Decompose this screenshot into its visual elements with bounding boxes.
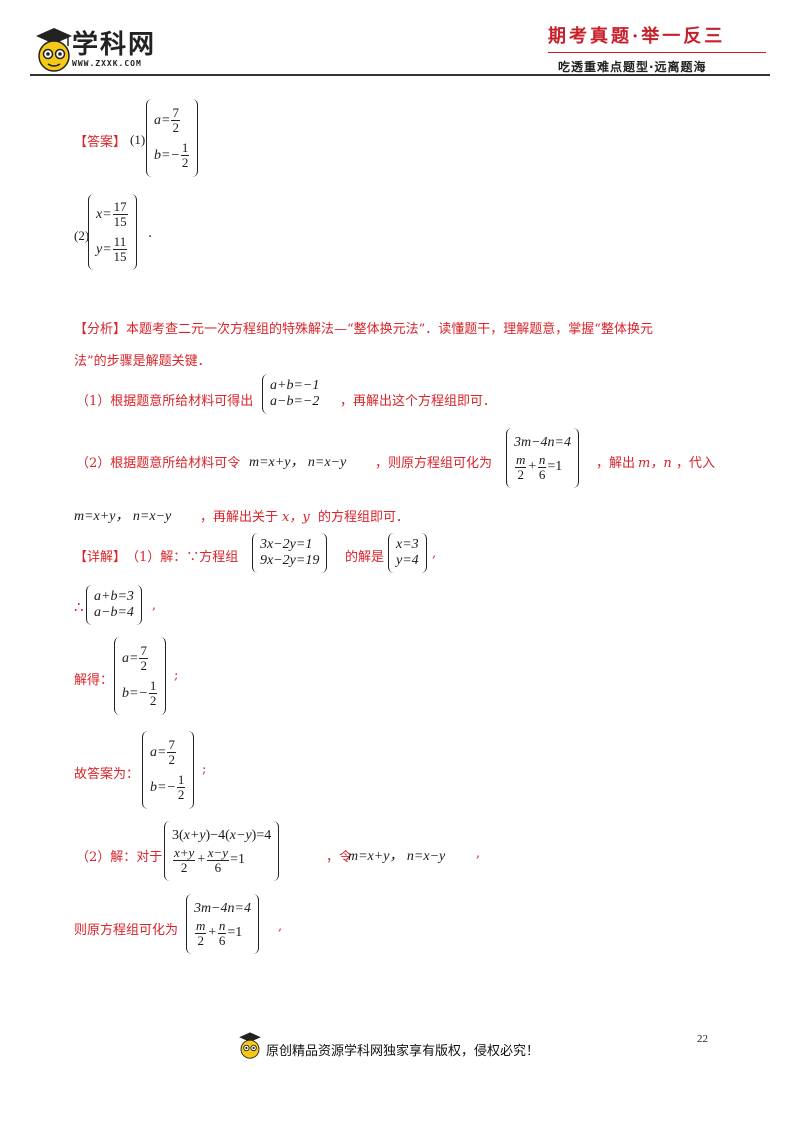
- owl-mascot-icon: [36, 28, 72, 72]
- page-number: 22: [697, 1033, 708, 1045]
- analysis-step2-pre: （2）根据题意所给材料可令: [76, 456, 241, 471]
- semicolon: ;: [202, 762, 207, 777]
- analysis-step3-end: 的方程组即可．: [318, 510, 410, 525]
- site-logo-text: 学科网: [72, 30, 157, 60]
- detail-solution-system: x=3 y=4: [388, 533, 427, 573]
- detail-ab-system: a+b=3 a−b=4: [86, 585, 142, 625]
- comma: ,: [152, 598, 157, 613]
- detail-tag: 【详解】: [74, 550, 127, 565]
- answer-part1-label: (1): [130, 132, 146, 147]
- slogan-rule: [548, 52, 766, 53]
- analysis-step1-pre: （1）根据题意所给材料可得出: [76, 394, 254, 409]
- analysis-step1-system: a+b=−1 a−b=−2: [262, 374, 321, 414]
- answer-label: 故答案为：: [74, 767, 140, 782]
- analysis-step3-post: ，再解出关于: [200, 510, 279, 525]
- answer-part2-label: (2): [74, 228, 90, 243]
- analysis-step3-vars: x，y: [282, 510, 310, 525]
- analysis-line2: 法”的步骤是解题关键．: [74, 354, 211, 369]
- detail-given-system: 3x−2y=1 9x−2y=19: [252, 533, 328, 573]
- detail-p1-mid: 的解是: [345, 550, 385, 565]
- solve-label: 解得：: [74, 673, 114, 688]
- analysis-step2-post: ，解出: [596, 456, 636, 471]
- answer-period: .: [148, 226, 153, 241]
- header-divider: [30, 74, 770, 76]
- analysis-step2-mid: ，则原方程组可化为: [375, 456, 493, 471]
- analysis-tag: 【分析】: [74, 322, 127, 337]
- copyright-notice: 原创精品资源学科网独家享有版权，侵权必究！: [266, 1044, 540, 1059]
- detail-p2-sub: m=x+y， n=x−y: [348, 849, 446, 864]
- slogan-sub: 吃透重难点题型·远离题海: [558, 60, 707, 74]
- owl-mascot-icon: [239, 1032, 261, 1059]
- analysis-line1: 本题考查二元一次方程组的特殊解法—“整体换元法”．读懂题干，理解题意，掌握“整体…: [126, 322, 653, 337]
- detail-p2-pre: （2）解：对于: [76, 850, 163, 865]
- analysis-step2-end: ，代入: [676, 456, 716, 471]
- detail-p1-pre: （1）解：∵方程组: [126, 550, 239, 565]
- comma: ,: [278, 919, 283, 934]
- semicolon: ;: [174, 668, 179, 683]
- slogan-main: 期考真题·举一反三: [548, 26, 726, 47]
- comma: ,: [432, 546, 437, 561]
- transformed-label: 则原方程组可化为: [74, 923, 179, 938]
- analysis-step2-vars: m，n: [638, 456, 672, 471]
- analysis-step2-sub: m=x+y， n=x−y: [249, 455, 347, 470]
- analysis-step3-sub: m=x+y， n=x−y: [74, 509, 172, 524]
- site-url: WWW.ZXXK.COM: [72, 59, 142, 68]
- answer-tag: 【答案】: [74, 135, 127, 150]
- analysis-step1-post: ，再解出这个方程组即可．: [340, 394, 497, 409]
- therefore-symbol: ∴: [74, 598, 84, 616]
- detail-p2-let: ，令: [326, 850, 353, 865]
- comma: ,: [476, 846, 481, 861]
